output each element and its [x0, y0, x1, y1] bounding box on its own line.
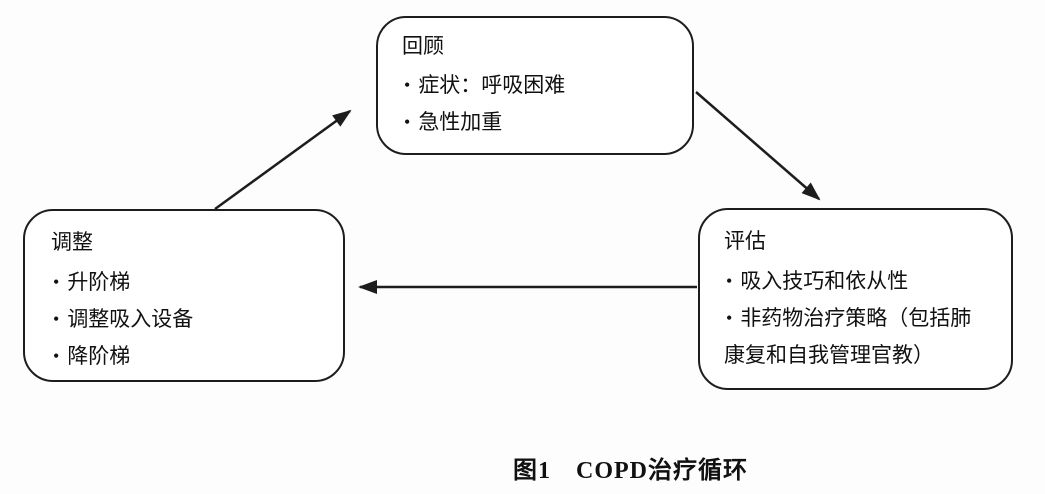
bullet-icon: • — [404, 112, 411, 132]
figure-caption: 图1 COPD治疗循环 — [513, 458, 748, 484]
list-item: • 吸入技巧和依从性 — [724, 263, 973, 300]
list-item: •非药物治疗策略（包括肺康复和自我管理官教） — [724, 300, 973, 374]
list-item-text: 降阶梯 — [67, 344, 131, 368]
list-item: • 升阶梯 — [51, 264, 319, 301]
list-item-text: 非药物治疗策略（包括肺康复和自我管理官教） — [724, 306, 972, 367]
list-item-text: 症状：呼吸困难 — [418, 73, 566, 97]
list-item: • 降阶梯 — [51, 338, 319, 375]
bullet-icon: • — [726, 308, 733, 328]
list-item-text: 调整吸入设备 — [67, 307, 194, 331]
list-item: • 调整吸入设备 — [51, 301, 319, 338]
arrow-review-to-assess — [695, 91, 821, 201]
bullet-icon: • — [53, 272, 60, 292]
node-assess-items: •吸入技巧和依从性 •非药物治疗策略（包括肺康复和自我管理官教） — [724, 263, 973, 374]
list-item-text: 吸入技巧和依从性 — [740, 269, 909, 293]
bullet-icon: • — [53, 346, 60, 366]
arrow-adjust-to-review — [214, 109, 352, 211]
node-adjust: 调整 • 升阶梯 • 调整吸入设备 • 降阶梯 — [23, 209, 345, 382]
bullet-icon: • — [726, 271, 733, 291]
list-item: • 急性加重 — [402, 104, 668, 141]
list-item-text: 急性加重 — [418, 110, 503, 134]
bullet-icon: • — [404, 75, 411, 95]
node-adjust-items: • 升阶梯 • 调整吸入设备 • 降阶梯 — [51, 264, 319, 375]
list-item-text: 升阶梯 — [67, 270, 131, 294]
node-review-items: • 症状：呼吸困难 • 急性加重 — [402, 67, 668, 141]
node-assess-title: 评估 — [724, 229, 766, 253]
list-item: • 症状：呼吸困难 — [402, 67, 668, 104]
node-review: 回顾 • 症状：呼吸困难 • 急性加重 — [376, 16, 694, 155]
bullet-icon: • — [53, 309, 60, 329]
node-review-title: 回顾 — [402, 34, 444, 58]
node-assess: 评估 •吸入技巧和依从性 •非药物治疗策略（包括肺康复和自我管理官教） — [698, 208, 1013, 390]
node-adjust-title: 调整 — [51, 230, 93, 254]
